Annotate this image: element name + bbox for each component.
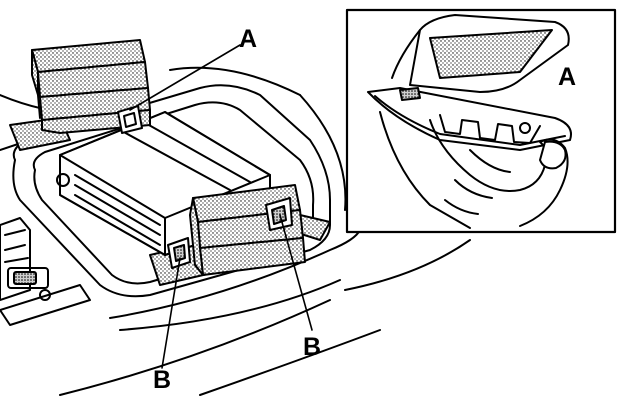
inset-cover-panel bbox=[367, 87, 572, 151]
leader-b-left bbox=[161, 257, 181, 369]
label-b-left: B bbox=[153, 366, 172, 394]
label-b-right: B bbox=[303, 333, 322, 361]
inset-hand bbox=[379, 111, 569, 229]
leader-b-right bbox=[279, 214, 313, 331]
label-a-main: A bbox=[239, 25, 258, 53]
side-fixture bbox=[0, 217, 91, 326]
clip-a-main bbox=[117, 105, 143, 134]
headliner-lines bbox=[0, 66, 471, 396]
inset-panel bbox=[345, 8, 617, 234]
label-a-inset: A bbox=[558, 63, 577, 91]
leader-a-main bbox=[129, 44, 241, 111]
foam-stack-top bbox=[31, 39, 151, 134]
